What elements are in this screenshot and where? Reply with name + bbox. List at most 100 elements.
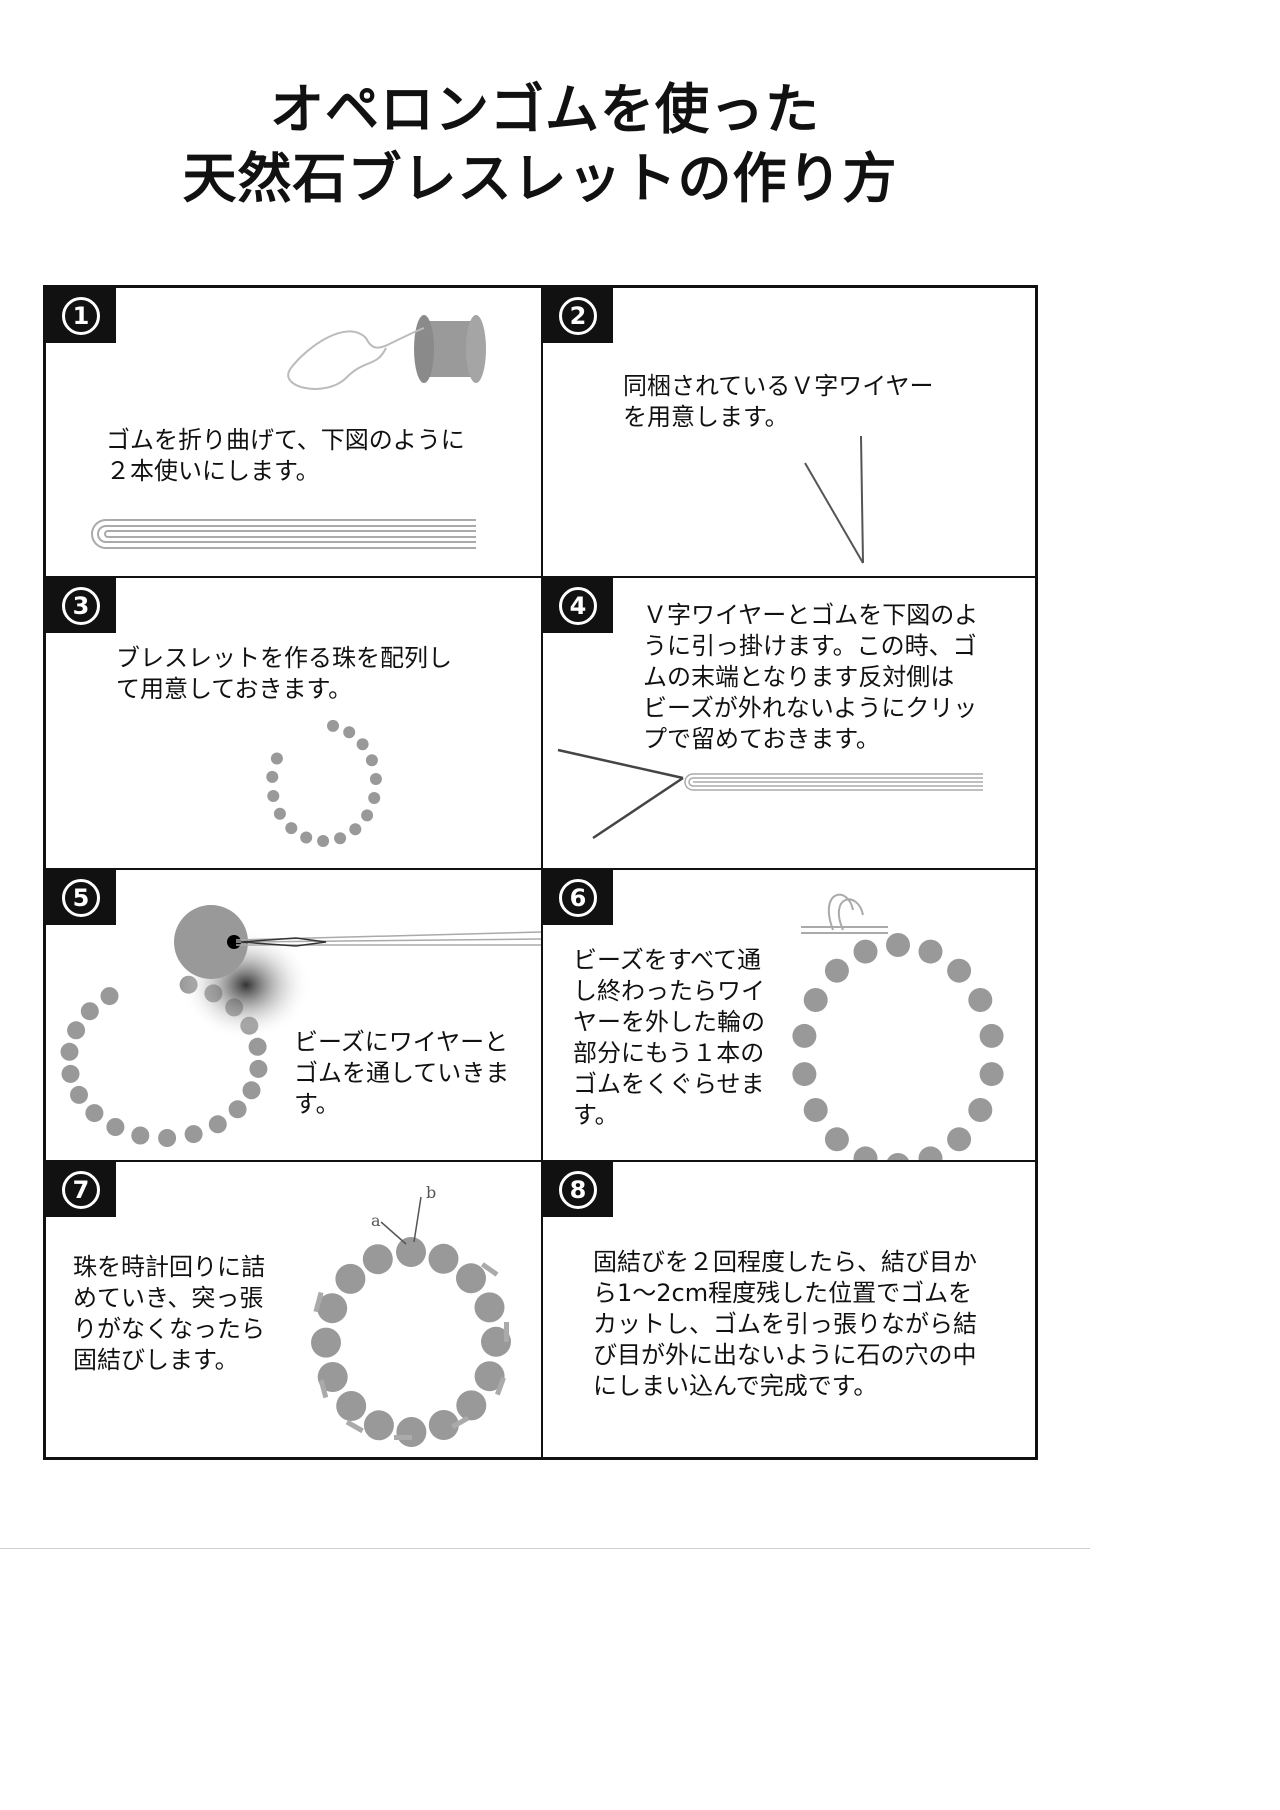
bead <box>886 933 910 957</box>
step-6-number: 6 <box>559 878 597 917</box>
step-2-illustration <box>804 435 864 564</box>
bead <box>824 958 849 983</box>
strand-label-a: a <box>371 1211 381 1230</box>
bead <box>396 1237 426 1267</box>
bead <box>106 1118 125 1136</box>
v-wire-icon <box>804 435 864 564</box>
step-6-panel: 6 ビーズをすべて通し終わったらワイヤーを外した輪の部分にもう１本のゴムをくぐら… <box>543 870 1038 1160</box>
step-7-illustration: a b <box>311 1183 511 1447</box>
bead <box>349 823 362 836</box>
loose-thread <box>287 327 425 390</box>
bead <box>803 988 828 1012</box>
bead <box>363 1410 394 1441</box>
bead <box>249 1059 268 1078</box>
hooked-elastic <box>684 773 983 791</box>
bead-ring <box>311 1237 511 1447</box>
bead <box>368 792 381 804</box>
page-title-line-2: 天然石ブレスレットの作り方 <box>182 147 898 210</box>
step-3-number: 3 <box>62 586 100 625</box>
bead <box>131 1126 150 1145</box>
bead-arc <box>266 719 382 847</box>
strand-label-b: b <box>426 1183 436 1202</box>
bead <box>317 1362 348 1392</box>
bead <box>327 719 339 732</box>
step-1-number: 1 <box>62 296 100 335</box>
bead <box>228 1100 247 1119</box>
step-6-illustration <box>792 893 1004 1160</box>
bead <box>248 1037 267 1056</box>
bead <box>362 1244 393 1275</box>
bead <box>853 939 878 964</box>
bead <box>266 770 279 783</box>
bead <box>968 1098 993 1122</box>
bead <box>481 1326 511 1357</box>
step-5-illustration <box>60 905 541 1147</box>
bead <box>80 1002 99 1021</box>
step-1-badge: 1 <box>46 288 116 343</box>
bead <box>803 1098 828 1122</box>
bead <box>979 1023 1004 1048</box>
step-8-panel: 8 固結びを２回程度したら、結び目から1～2cm程度残した位置でゴムをカットし、… <box>543 1162 1038 1457</box>
step-7-number: 7 <box>62 1170 100 1209</box>
step-2-panel: 2 同梱されているＶ字ワイヤーを用意します。 <box>543 288 1038 576</box>
clockwise-arrows <box>313 1262 509 1440</box>
bead <box>85 1104 104 1123</box>
bead <box>60 1042 79 1061</box>
bead <box>947 1127 972 1152</box>
bead <box>947 958 972 983</box>
step-2-badge: 2 <box>543 288 613 343</box>
bead <box>887 1153 909 1160</box>
bead <box>242 1081 261 1100</box>
step-4-text: Ｖ字ワイヤーとゴムを下図のように引っ掛けます。この時、ゴムの末端となります反対側… <box>643 601 979 753</box>
step-3-badge: 3 <box>46 578 116 633</box>
bead <box>184 1125 203 1144</box>
knot-strands <box>380 1196 422 1245</box>
step-2-number: 2 <box>559 296 597 335</box>
bead <box>343 726 356 739</box>
bead <box>70 1085 88 1104</box>
step-2-text: 同梱されているＶ字ワイヤーを用意します。 <box>623 372 934 431</box>
large-bead <box>174 905 248 979</box>
page-title-line-1: オペロンゴムを使った <box>270 78 820 141</box>
bead <box>792 1023 817 1048</box>
wire-and-loop <box>801 893 888 934</box>
bead <box>334 832 347 845</box>
bead <box>369 773 382 785</box>
folded-elastic <box>91 519 476 549</box>
bead <box>824 1127 849 1152</box>
bead <box>270 752 283 765</box>
step-4-illustration <box>557 748 983 840</box>
bead <box>979 1062 1004 1087</box>
step-5-badge: 5 <box>46 870 116 925</box>
bead <box>428 1410 459 1440</box>
step-7-panel: 7 珠を時計回りに詰めていき、突っ張りがなくなったら固結びします。 a b <box>46 1162 541 1457</box>
bead <box>356 738 369 751</box>
step-3-illustration <box>266 719 382 847</box>
step-6-text: ビーズをすべて通し終わったらワイヤーを外した輪の部分にもう１本のゴムをくぐらせま… <box>573 946 765 1129</box>
bead <box>158 1129 177 1147</box>
step-8-text: 固結びを２回程度したら、結び目から1～2cm程度残した位置でゴムをカットし、ゴム… <box>593 1248 977 1400</box>
bead <box>853 1146 878 1160</box>
bead <box>317 835 330 847</box>
bead <box>456 1263 486 1294</box>
bead <box>285 822 298 835</box>
bead <box>67 1021 86 1040</box>
step-5-panel: 5 ビーズにワイヤーとゴムを通していきます。 <box>46 870 541 1160</box>
step-1-illustration <box>91 315 486 549</box>
grid-divider-vertical <box>541 288 543 1457</box>
bead <box>267 790 280 802</box>
step-8-badge: 8 <box>543 1162 613 1217</box>
grid-divider-row-1 <box>46 576 1035 578</box>
step-7-text: 珠を時計回りに詰めていき、突っ張りがなくなったら固結びします。 <box>73 1253 265 1374</box>
page-bottom-rule <box>0 1548 1090 1549</box>
bead <box>61 1064 80 1083</box>
bead <box>311 1327 341 1358</box>
step-6-badge: 6 <box>543 870 613 925</box>
step-4-badge: 4 <box>543 578 613 633</box>
bead <box>396 1417 427 1447</box>
spool-icon <box>414 315 486 383</box>
grid-divider-row-2 <box>46 868 1035 870</box>
bead <box>208 1115 227 1134</box>
